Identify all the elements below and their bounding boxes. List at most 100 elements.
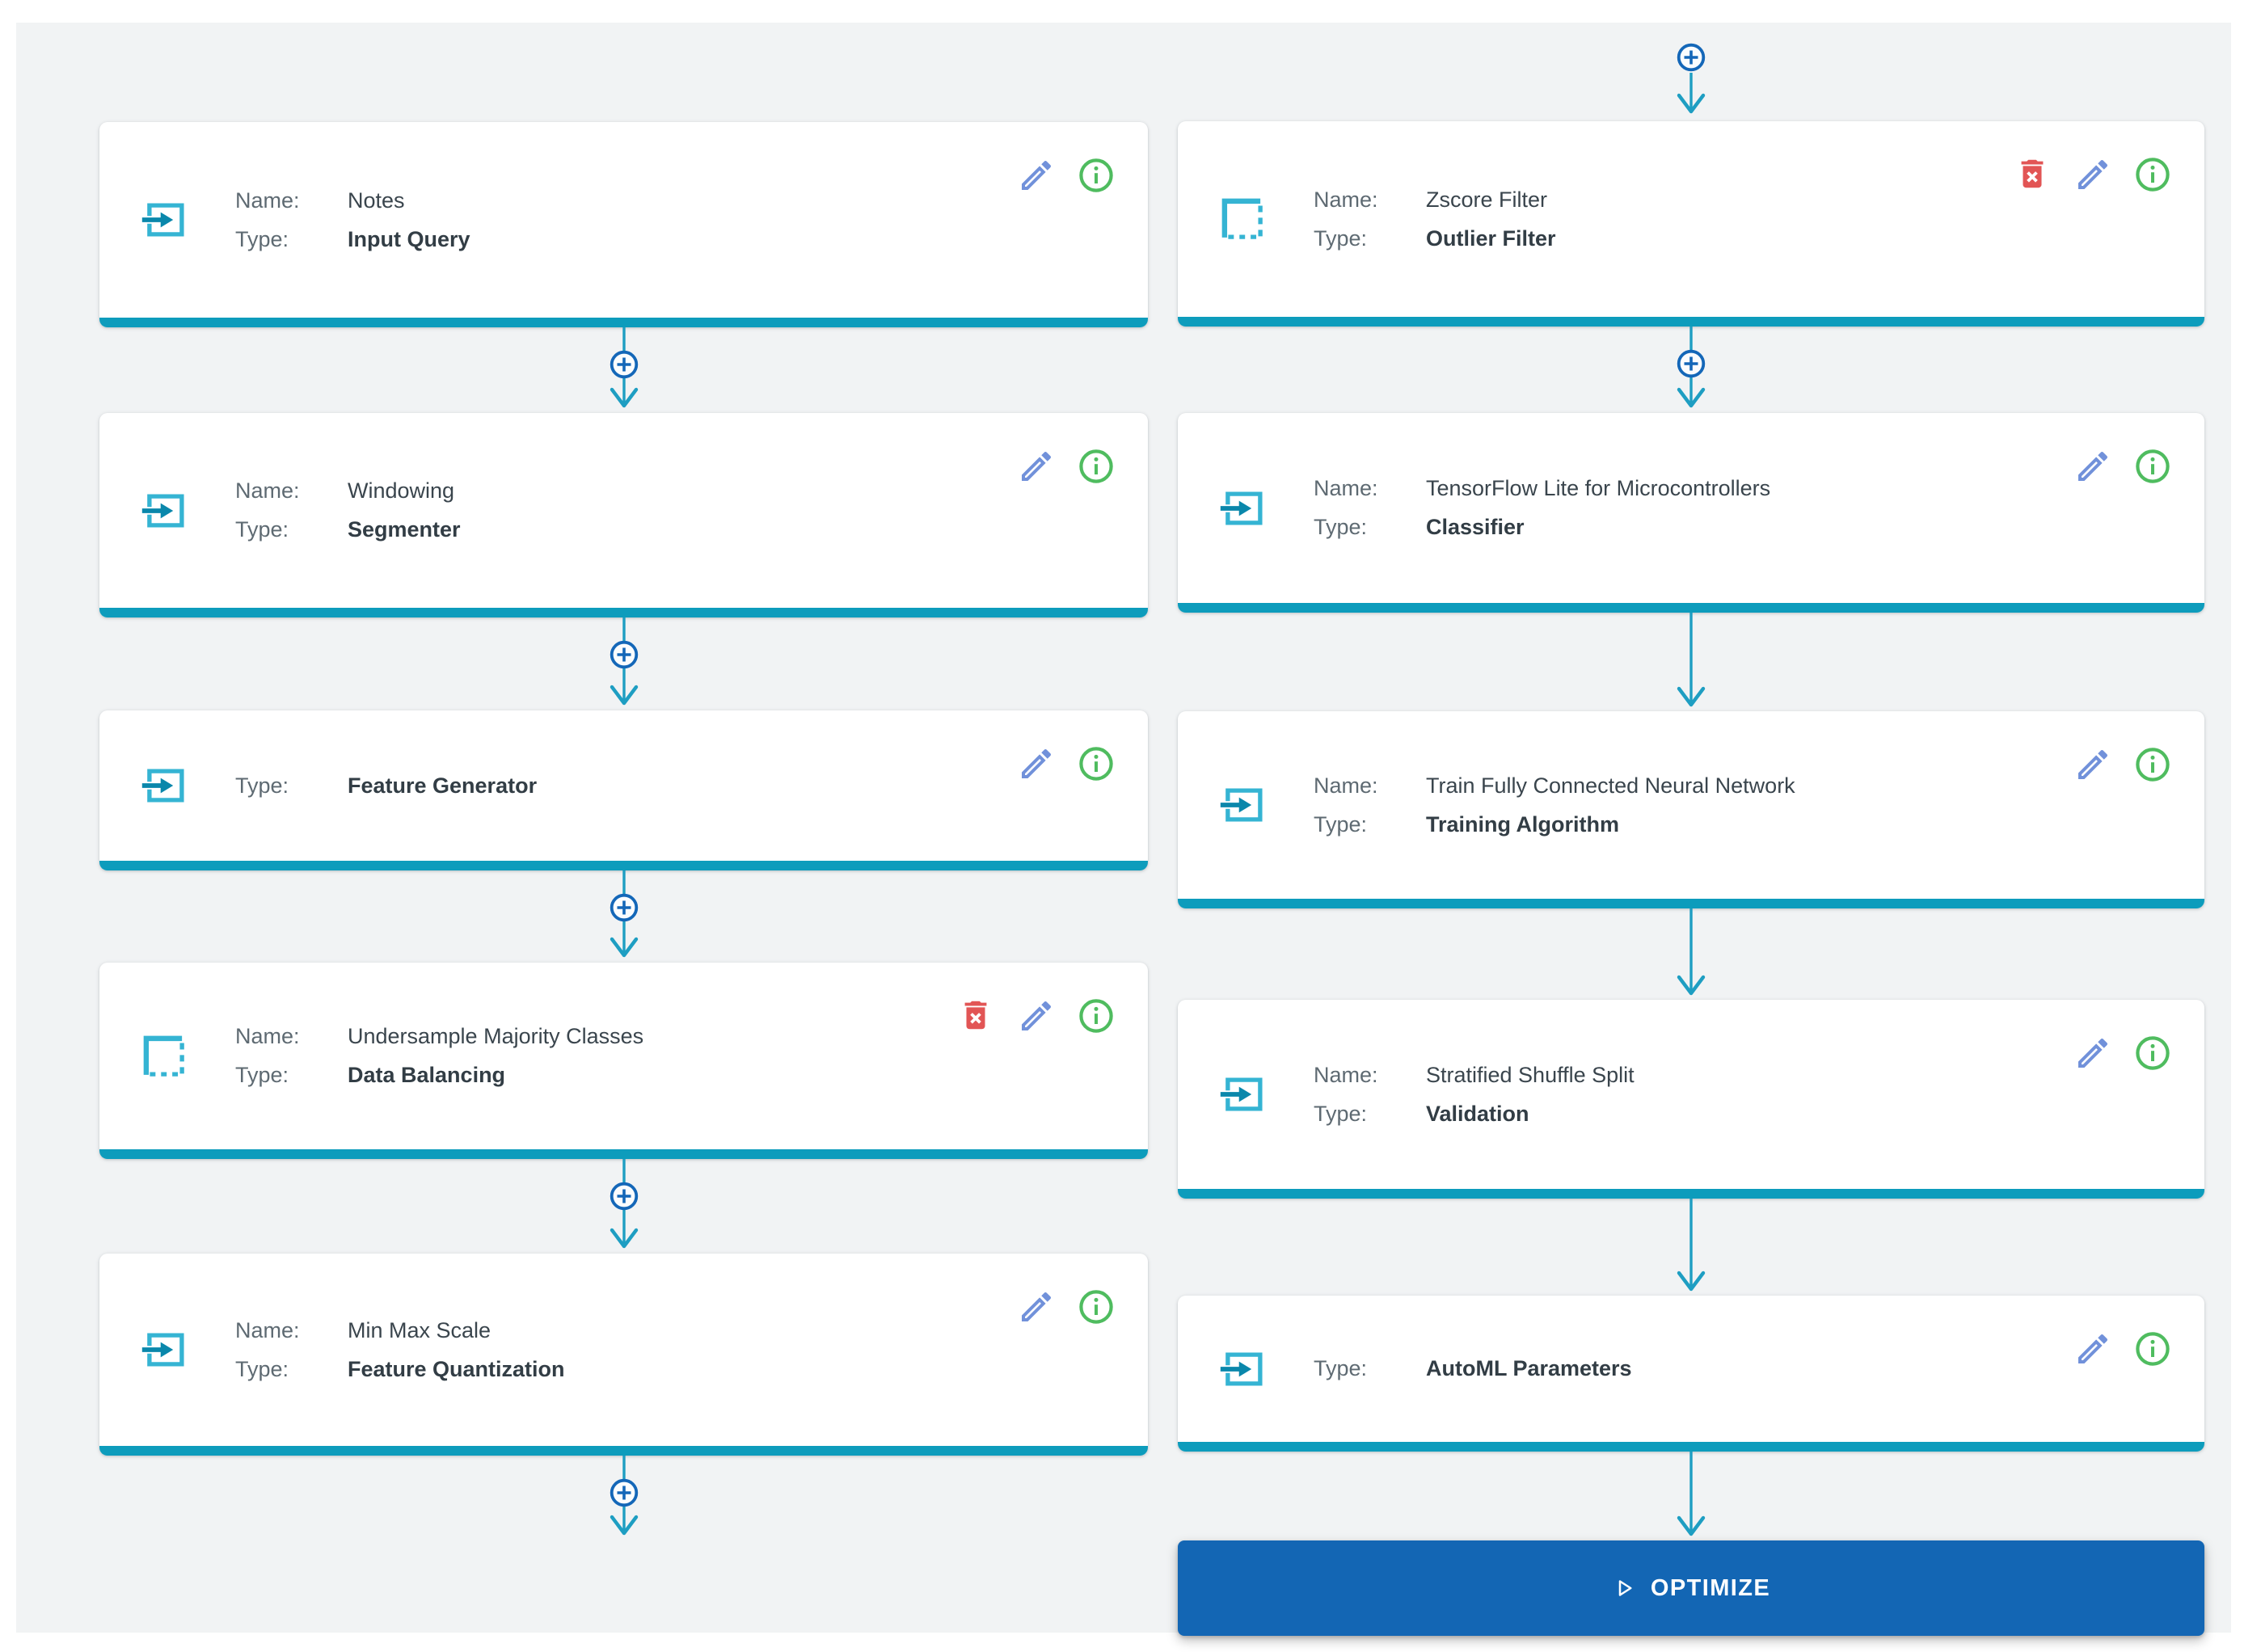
edit-step-icon[interactable] <box>2073 745 2112 784</box>
step-type-value: Classifier <box>1426 515 1525 539</box>
plus-icon <box>610 1478 638 1507</box>
card-accent-bar <box>99 608 1148 617</box>
edit-step-icon[interactable] <box>1017 997 1056 1035</box>
step-name-value: Train Fully Connected Neural Network <box>1426 773 1795 798</box>
info-icon[interactable] <box>1077 1287 1116 1326</box>
type-label: Type: <box>1314 225 1368 251</box>
add-step-button[interactable] <box>609 1477 639 1508</box>
card-accent-bar <box>1178 603 2204 613</box>
info-icon[interactable] <box>1077 156 1116 195</box>
add-step-button[interactable] <box>609 1181 639 1212</box>
info-icon[interactable] <box>1077 744 1116 783</box>
card-accent-bar <box>1178 317 2204 327</box>
input-icon <box>138 194 190 246</box>
step-type-value: Validation <box>1426 1101 1529 1126</box>
info-icon[interactable] <box>1077 997 1116 1035</box>
flow-connector <box>1672 327 1711 411</box>
edit-step-icon[interactable] <box>1017 744 1056 783</box>
edit-step-icon[interactable] <box>2073 155 2112 194</box>
step-name-value: Zscore Filter <box>1426 187 1548 212</box>
plus-icon <box>610 893 638 922</box>
optimize-button[interactable]: OPTIMIZE <box>1178 1540 2204 1636</box>
add-step-button[interactable] <box>1676 42 1706 73</box>
input-icon <box>1217 483 1268 534</box>
info-icon[interactable] <box>2133 447 2172 486</box>
pipeline-step-card[interactable]: Name:Train Fully Connected Neural Networ… <box>1178 711 2204 908</box>
step-type-value: Training Algorithm <box>1426 811 1619 837</box>
step-name-value: Min Max Scale <box>348 1317 491 1342</box>
delete-step-icon[interactable] <box>2014 155 2052 194</box>
add-step-button[interactable] <box>609 892 639 923</box>
step-type-value: Segmenter <box>348 517 461 542</box>
type-label: Type: <box>235 517 289 542</box>
card-actions <box>2073 1034 2172 1073</box>
name-label: Name: <box>235 188 300 213</box>
flow-connector <box>1672 613 1711 710</box>
card-accent-bar <box>1178 1442 2204 1452</box>
add-step-button[interactable] <box>1676 348 1706 379</box>
edit-step-icon[interactable] <box>2073 1330 2112 1368</box>
step-fields: Type:Feature Generator <box>235 710 962 861</box>
flow-arrow-icon <box>1677 613 1706 707</box>
flow-connector <box>605 1456 643 1538</box>
type-row: Type:Input Query <box>235 227 962 252</box>
card-actions <box>957 997 1116 1035</box>
delete-step-icon[interactable] <box>957 997 996 1035</box>
plus-icon <box>610 350 638 379</box>
step-name-value: Undersample Majority Classes <box>348 1024 644 1048</box>
pipeline-step-card[interactable]: Type:AutoML Parameters <box>1178 1296 2204 1452</box>
input-icon <box>1217 1343 1268 1395</box>
play-outline-icon <box>1612 1576 1636 1600</box>
info-icon[interactable] <box>2133 155 2172 194</box>
type-row: Type:Data Balancing <box>235 1063 962 1088</box>
add-step-button[interactable] <box>609 349 639 380</box>
flow-arrow-icon <box>1677 1199 1706 1292</box>
optimize-label: OPTIMIZE <box>1650 1574 1771 1601</box>
edit-step-icon[interactable] <box>2073 1034 2112 1073</box>
edit-step-icon[interactable] <box>1017 156 1056 195</box>
info-icon[interactable] <box>2133 1330 2172 1368</box>
info-icon[interactable] <box>1077 447 1116 486</box>
card-accent-bar <box>99 861 1148 870</box>
step-type-value: Outlier Filter <box>1426 225 1556 251</box>
step-type-value: Feature Quantization <box>348 1356 565 1381</box>
type-row: Type:Training Algorithm <box>1314 812 2018 837</box>
pipeline-step-card[interactable]: Type:Feature Generator <box>99 710 1148 870</box>
edit-step-icon[interactable] <box>1017 447 1056 486</box>
plus-icon <box>610 640 638 669</box>
card-actions <box>2073 745 2172 784</box>
name-row: Name:Notes <box>235 188 962 213</box>
name-row: Name:Undersample Majority Classes <box>235 1024 962 1049</box>
name-row: Name:TensorFlow Lite for Microcontroller… <box>1314 476 2018 501</box>
plus-icon <box>1677 43 1706 72</box>
add-step-button[interactable] <box>609 639 639 670</box>
input-icon <box>138 760 190 811</box>
selection-icon <box>138 1030 190 1082</box>
step-type-value: AutoML Parameters <box>1426 1356 1632 1380</box>
selection-icon <box>1217 193 1268 245</box>
name-label: Name: <box>235 478 300 503</box>
card-accent-bar <box>1178 899 2204 908</box>
info-icon[interactable] <box>2133 1034 2172 1073</box>
edit-step-icon[interactable] <box>2073 447 2112 486</box>
card-actions <box>2073 1330 2172 1368</box>
step-name-value: TensorFlow Lite for Microcontrollers <box>1426 476 1771 500</box>
step-fields: Name:Train Fully Connected Neural Networ… <box>1314 711 2018 899</box>
info-icon[interactable] <box>2133 745 2172 784</box>
name-row: Name:Zscore Filter <box>1314 188 2018 213</box>
pipeline-step-card[interactable]: Name:TensorFlow Lite for Microcontroller… <box>1178 413 2204 613</box>
flow-connector <box>605 1159 643 1251</box>
edit-step-icon[interactable] <box>1017 1287 1056 1326</box>
